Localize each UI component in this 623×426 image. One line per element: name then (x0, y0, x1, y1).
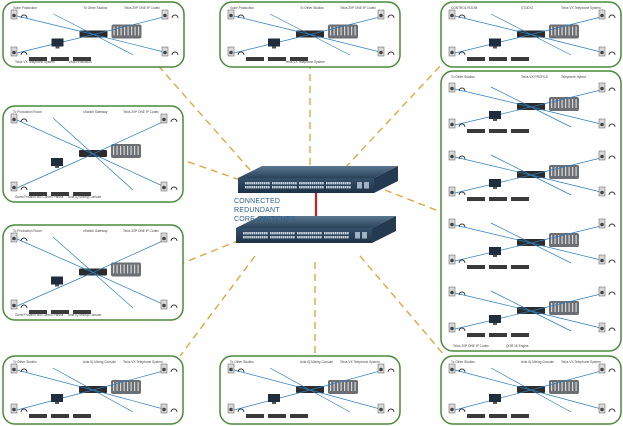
spoke-mid-left-upper (182, 159, 241, 181)
core-label-line-2: REDUNDANT (234, 207, 280, 214)
panel-right-tall-row-4-equipment (448, 286, 616, 337)
panel-bottom-right-label-2: Axia iQ Mixing Console (521, 360, 554, 364)
panel-bottom-left-label-3: Telos VX Telephone System (123, 360, 163, 364)
panel-top-left-label-4: Vista Production (69, 60, 92, 64)
panel-bottom-left-label-1: To Other Studios (13, 360, 37, 364)
panel-mid-left-upper-label-1: To Production Room (13, 110, 42, 114)
panel-top-left-label-1: Voice Production (13, 6, 37, 10)
panel-bottom-center-label-2: Axia iQ Mixing Console (300, 360, 333, 364)
core-switch-upper (238, 166, 398, 193)
core-switch-lower (236, 216, 396, 243)
panel-mid-left-lower-label-1: To Production Room (13, 229, 42, 233)
panel-top-center-label-2: To Other Studios (300, 6, 324, 10)
spoke-bottom-left (179, 255, 256, 357)
spoke-bottom-right (359, 255, 446, 357)
panel-right-tall-row-3-equipment (448, 218, 616, 269)
panel-right-tall-label-4: QOR.16 Engine (506, 344, 529, 348)
panel-top-left-label-3: Telos Z/IP ONE IP Codec (124, 6, 160, 10)
panel-top-center-label-4: Telos VX Telephone System (285, 60, 325, 64)
panel-right-tall-label-5: Telos Z/IP ONE IP Codec (453, 344, 489, 348)
panel-top-right-label-3: Telos VX Telephone System (561, 6, 601, 10)
panel-right-tall (440, 70, 622, 352)
core-label-line-1: CONNECTED (234, 198, 281, 205)
panel-mid-left-lower-label-3: Telos Z/IP ONE IP Codec (123, 229, 159, 233)
panel-mid-left-lower-label-4: Axia IQ Mixing Console (68, 313, 101, 317)
panel-right-tall-label-2: Telos VX PROFILE (521, 75, 548, 79)
panel-top-left-label-2: To Other Studios (84, 6, 108, 10)
panel-mid-left-upper-label-3: Telos Z/IP ONE IP Codec (123, 110, 159, 114)
panel-top-center-label-3: Telos Z/IP ONE IP Codec (340, 6, 376, 10)
panel-top-right-label-1: CONTROL ROOM (451, 6, 478, 10)
panel-bottom-right-equipment (448, 363, 616, 418)
panel-mid-left-upper-equipment (10, 113, 178, 196)
panel-top-center-equipment (227, 9, 395, 61)
panel-top-center-label-1: Voice Production (230, 6, 254, 10)
panel-top-left-equipment (10, 9, 179, 61)
spoke-top-right (344, 63, 443, 169)
panel-right-tall-label-1: To Other Studios (451, 75, 475, 79)
panel-top-right-equipment (448, 9, 616, 61)
panel-top-right-label-2: STUDIO (521, 6, 534, 10)
panel-bottom-left-label-2: Axia iQ Mixing Console (83, 360, 116, 364)
spoke-mid-left-lower (182, 239, 241, 264)
panel-mid-left-upper-label-2: xSwitch Gateway (83, 110, 108, 114)
panel-top-left-label-5: Telos VX Telephone System (15, 60, 55, 64)
panel-bottom-left-equipment (10, 363, 178, 418)
panel-right-tall-row-1-equipment (448, 82, 616, 133)
panel-bottom-center-label-1: To Other Studios (230, 360, 254, 364)
panel-mid-left-lower-equipment (10, 232, 178, 314)
panel-bottom-right-label-3: Telos VX Telephone System (561, 360, 601, 364)
panel-bottom-right-label-1: To Other Studios (451, 360, 475, 364)
spoke-lines (154, 61, 446, 357)
panel-mid-left-lower-label-5: Guest Position Mic Control Panels (15, 313, 64, 317)
panel-bottom-center-equipment (227, 363, 395, 418)
panel-mid-left-upper-label-4: Axia IQ Mixing Console (68, 195, 101, 199)
panel-mid-left-upper-label-5: Guest Position Mic Control Panels (15, 195, 64, 199)
panel-bottom-center-label-3: Telos VX Telephone System (340, 360, 380, 364)
core-switch-label: CONNECTED REDUNDANT CORE SWITCHES (234, 197, 330, 224)
core-label-line-3: CORE SWITCHES (234, 216, 296, 223)
spoke-right-tall (384, 189, 442, 213)
panel-right-tall-row-2-equipment (448, 150, 616, 201)
equipment-sketches (10, 9, 616, 418)
panel-right-tall-label-3: Telephone Hybrid (561, 75, 586, 79)
panel-mid-left-lower-label-2: xSwitch Gateway (83, 229, 108, 233)
